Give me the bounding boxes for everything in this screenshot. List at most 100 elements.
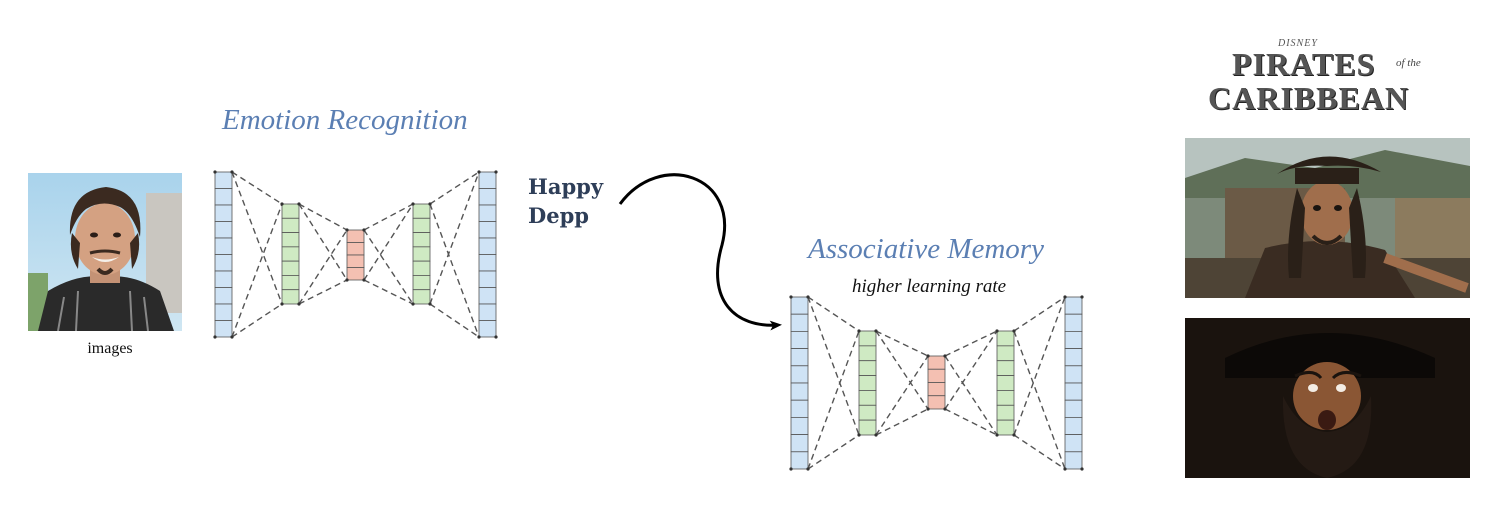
emotion-net-node-dot — [213, 335, 217, 339]
memory-net-neuron — [858, 330, 877, 347]
emotion-net-node-dot — [297, 302, 301, 306]
memory-net-neuron — [790, 330, 809, 349]
memory-net-node-dot — [1012, 329, 1016, 333]
emotion-recognition-title: Emotion Recognition — [222, 104, 468, 136]
logo-line2: CARIBBEAN — [1208, 80, 1410, 116]
memory-net-connection — [875, 330, 929, 410]
memory-net-neuron — [858, 345, 877, 362]
memory-net-connection — [807, 330, 860, 470]
memory-net-connection — [875, 355, 929, 436]
memory-net-layer-2 — [857, 329, 878, 437]
emotion-net-connection — [429, 171, 480, 305]
memory-net-connection — [807, 434, 860, 470]
emotion-net-connection — [298, 203, 348, 281]
memory-net-node-dot — [789, 467, 793, 471]
memory-net-connection — [807, 296, 860, 436]
memory-net-node-dot — [1063, 467, 1067, 471]
emotion-net-layer-5 — [477, 170, 498, 339]
memory-net-neuron — [790, 382, 809, 401]
memory-net-neuron — [790, 313, 809, 332]
emotion-net-node-dot — [297, 202, 301, 206]
emotion-net-connection — [363, 229, 414, 305]
emotion-net-node-dot — [280, 302, 284, 306]
emotion-net-layer-3 — [345, 228, 366, 282]
memory-net-neuron — [790, 365, 809, 384]
memory-net-neuron — [1064, 451, 1083, 470]
movie-still-blackbeard — [1185, 318, 1470, 478]
memory-net-node-dot — [995, 329, 999, 333]
emotion-net-connection — [298, 203, 348, 231]
memory-net-layer-5 — [1063, 295, 1084, 471]
emotion-net-connection — [363, 279, 414, 305]
pirates-logo: DISNEY PIRATES of the CARIBBEAN — [1200, 38, 1440, 120]
emotion-net-node-dot — [280, 202, 284, 206]
memory-net-neuron — [790, 434, 809, 453]
emotion-net-node-dot — [494, 170, 498, 174]
memory-net-neuron — [858, 419, 877, 436]
memory-net-neuron — [790, 416, 809, 435]
memory-net-neuron — [790, 399, 809, 418]
emotion-net-connection — [298, 279, 348, 305]
memory-net-node-dot — [857, 433, 861, 437]
logo-line1: PIRATES — [1232, 46, 1376, 82]
memory-net-neuron — [996, 330, 1015, 347]
memory-net-neuron — [858, 375, 877, 391]
memory-net-neuron — [858, 404, 877, 421]
memory-net-connection — [944, 355, 998, 436]
memory-net-neuron — [1064, 296, 1083, 315]
memory-net-neuron — [927, 382, 946, 397]
memory-net-neuron — [1064, 365, 1083, 384]
memory-net-node-dot — [806, 467, 810, 471]
emotion-net-neuron — [478, 320, 497, 338]
memory-net-node-dot — [926, 354, 930, 358]
memory-net-neuron — [1064, 434, 1083, 453]
emotion-net-connection — [231, 171, 283, 305]
memory-net-node-dot — [943, 354, 947, 358]
emotion-net-neuron — [346, 267, 365, 281]
emotion-net-node-dot — [428, 302, 432, 306]
emotion-net-node-dot — [345, 228, 349, 232]
emotion-net-node-dot — [362, 278, 366, 282]
memory-net-node-dot — [1063, 295, 1067, 299]
memory-net-connection — [1013, 296, 1066, 332]
emotion-net-node-dot — [230, 335, 234, 339]
prediction-label: Happy Depp — [528, 172, 603, 230]
emotion-net-node-dot — [428, 202, 432, 206]
memory-net-neuron — [1064, 330, 1083, 349]
memory-net-connection — [1013, 434, 1066, 470]
memory-net-neuron — [996, 390, 1015, 406]
disney-logo-text: DISNEY — [1278, 38, 1318, 49]
memory-net-neuron — [996, 419, 1015, 436]
memory-net-node-dot — [1080, 467, 1084, 471]
memory-net-neuron — [996, 360, 1015, 376]
emotion-net-connection — [363, 203, 414, 281]
memory-net-node-dot — [874, 433, 878, 437]
emotion-net-node-dot — [477, 170, 481, 174]
emotion-net-node-dot — [411, 302, 415, 306]
memory-net-neuron — [1064, 348, 1083, 367]
memory-net-node-dot — [806, 295, 810, 299]
emotion-net-node-dot — [494, 335, 498, 339]
emotion-net-node-dot — [477, 335, 481, 339]
memory-net-neuron — [1064, 399, 1083, 418]
learning-rate-note: higher learning rate — [852, 276, 1007, 297]
memory-net-layer-3 — [926, 354, 947, 411]
emotion-net-layer-4 — [411, 202, 432, 306]
memory-net-neuron — [927, 368, 946, 383]
memory-net-neuron — [996, 375, 1015, 391]
memory-net-neuron — [790, 451, 809, 470]
memory-net-neuron — [1064, 382, 1083, 401]
images-caption: images — [87, 340, 133, 357]
memory-net-neuron — [1064, 416, 1083, 435]
memory-net-node-dot — [995, 433, 999, 437]
prediction-label-line2: Depp — [528, 203, 589, 228]
memory-net-neuron — [790, 348, 809, 367]
emotion-net-connection — [429, 203, 480, 338]
person-photo — [28, 173, 182, 331]
emotion-net-node-dot — [213, 170, 217, 174]
prediction-label-line1: Happy — [528, 174, 604, 199]
memory-net-node-dot — [857, 329, 861, 333]
